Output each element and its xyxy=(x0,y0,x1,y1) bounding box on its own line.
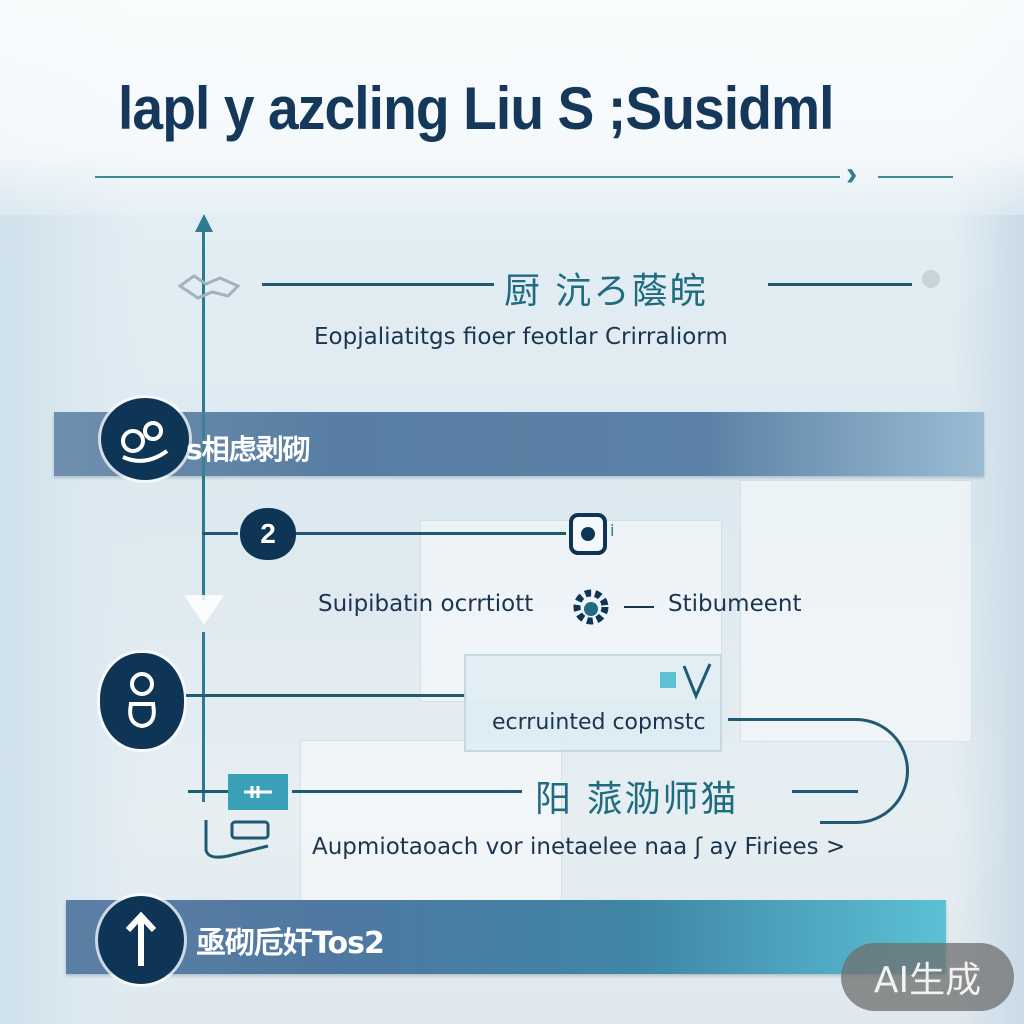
monitor-icon xyxy=(228,774,288,810)
connector-line xyxy=(768,283,912,286)
page-title: lapl y azcling Liu S ;Susidml xyxy=(118,75,835,142)
curved-connector xyxy=(820,718,909,824)
connector-line xyxy=(728,718,838,721)
device-icon: i xyxy=(568,512,628,558)
background-block xyxy=(740,480,972,742)
title-divider-right xyxy=(878,176,953,178)
flow-vertical-line xyxy=(202,632,205,802)
dot-icon xyxy=(918,266,944,292)
gear-cluster-icon xyxy=(101,398,189,480)
connector-line xyxy=(186,694,466,697)
connector-line xyxy=(296,532,566,535)
connector-line xyxy=(188,790,228,793)
arrow-up-icon xyxy=(195,214,213,232)
svg-text:i: i xyxy=(610,521,614,540)
check-icon xyxy=(656,660,716,700)
connector-line xyxy=(792,790,858,793)
connector-line xyxy=(292,790,522,793)
step-4-heading: 阳 蒎泐师猫 xyxy=(535,779,739,820)
background-block xyxy=(300,740,562,902)
arrow-down-icon xyxy=(184,595,224,625)
handshake-icon xyxy=(176,268,256,304)
chevron-right-icon: › xyxy=(846,155,858,193)
step-1-heading: 厨 沆ろ蔭皖 xyxy=(504,271,708,312)
step-2-left-text: Suipibatin ocrrtiott xyxy=(318,591,534,617)
band-1-label: s相虑剥砌 xyxy=(186,433,311,466)
connector-line xyxy=(624,606,654,608)
header-area xyxy=(0,0,1024,215)
band-2-label: 亟砌卮奸Tos2 xyxy=(196,926,385,961)
step-3-panel-text: ecrruinted copmstc xyxy=(492,710,706,735)
connector-line xyxy=(262,283,494,286)
title-divider xyxy=(95,176,840,178)
upload-arrow-icon xyxy=(98,896,184,984)
step-4-subtitle: Aupmiotaoach vor inetaelee naa ʃ ay Firi… xyxy=(312,834,846,860)
step-2-right-text: Stibumeent xyxy=(668,591,802,617)
keyboard-icon xyxy=(198,814,278,864)
info-panel xyxy=(464,654,722,752)
gear-icon xyxy=(566,582,616,632)
flow-vertical-line xyxy=(202,412,205,476)
ai-generated-watermark: AI生成 xyxy=(841,943,1014,1011)
person-icon xyxy=(100,653,184,749)
step-1-subtitle: Eopjaliatitgs fioer feotlar Crirraliorm xyxy=(314,324,728,350)
section-band xyxy=(66,900,946,974)
step-number-badge: 2 xyxy=(240,508,296,560)
section-band xyxy=(54,412,984,476)
connector-line xyxy=(202,532,238,535)
